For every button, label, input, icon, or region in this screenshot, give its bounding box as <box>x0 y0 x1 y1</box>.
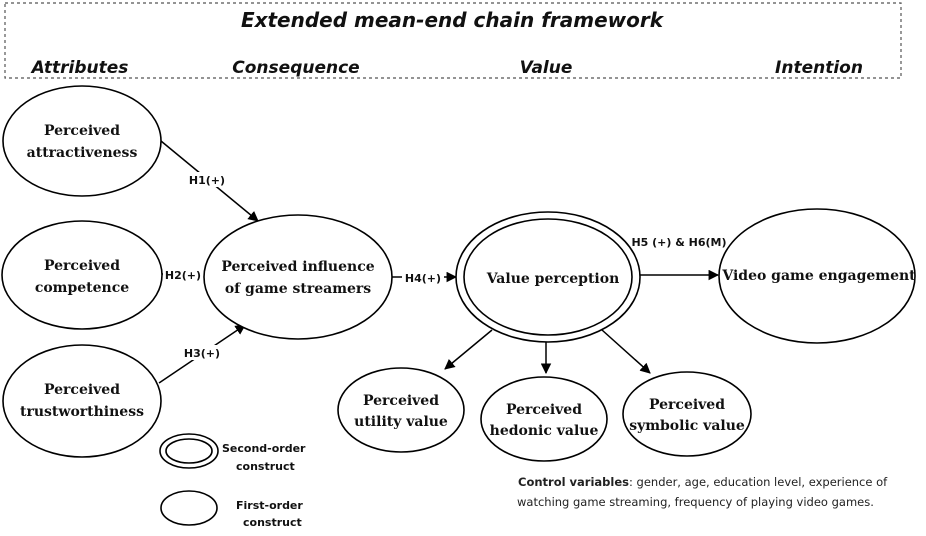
edge-utility <box>444 329 493 370</box>
svg-text:symbolic value: symbolic value <box>629 418 745 434</box>
node-video-game-engagement: Video game engagement <box>718 208 916 344</box>
legend-second-order: Second-order construct <box>159 433 306 473</box>
svg-text:utility value: utility value <box>354 414 448 430</box>
svg-text:Perceived: Perceived <box>506 402 582 418</box>
legend-first-order-label: First-order <box>236 499 303 512</box>
framework-title: Extended mean-end chain framework <box>241 8 665 32</box>
label-h4: H4(+) <box>405 272 441 285</box>
node-perceived-competence: Perceived competence <box>1 220 163 330</box>
svg-text:construct: construct <box>236 460 295 473</box>
svg-text:Value perception: Value perception <box>486 271 620 287</box>
node-perceived-influence: Perceived influence of game streamers <box>203 214 393 340</box>
svg-text:attractiveness: attractiveness <box>27 145 138 161</box>
header-box <box>4 2 902 79</box>
legend-second-order-label: Second-order <box>222 442 306 455</box>
svg-text:construct: construct <box>243 516 302 529</box>
control-variables-note: Control variables: gender, age, educatio… <box>517 475 888 509</box>
svg-text:competence: competence <box>35 280 129 296</box>
control-variables-label: Control variables <box>518 475 629 489</box>
column-intention: Intention <box>775 58 863 78</box>
legend-first-order: First-order construct <box>160 490 303 529</box>
svg-text:Perceived: Perceived <box>44 123 120 139</box>
node-perceived-trustworthiness: Perceived trustworthiness <box>2 344 162 458</box>
node-value-perception: Value perception <box>455 211 641 343</box>
column-value: Value <box>520 58 573 78</box>
svg-text:hedonic value: hedonic value <box>490 423 599 439</box>
svg-text:of game streamers: of game streamers <box>225 281 371 297</box>
svg-text:Perceived: Perceived <box>44 258 120 274</box>
label-h3: H3(+) <box>184 347 220 360</box>
column-consequence: Consequence <box>232 58 359 78</box>
label-h5-h6: H5 (+) & H6(M) <box>631 236 726 249</box>
node-perceived-attractiveness: Perceived attractiveness <box>2 85 162 197</box>
column-attributes: Attributes <box>30 58 129 78</box>
svg-text:Perceived: Perceived <box>44 382 120 398</box>
node-perceived-utility-value: Perceived utility value <box>337 367 465 453</box>
node-perceived-symbolic-value: Perceived symbolic value <box>622 371 752 457</box>
svg-text:Perceived: Perceived <box>649 397 725 413</box>
svg-text:trustworthiness: trustworthiness <box>20 404 144 420</box>
edge-symbolic <box>601 329 651 374</box>
label-h1: H1(+) <box>189 174 225 187</box>
svg-text:Control variables: gender, age: Control variables: gender, age, educatio… <box>518 475 888 489</box>
node-perceived-hedonic-value: Perceived hedonic value <box>480 376 608 462</box>
label-h2: H2(+) <box>165 269 201 282</box>
svg-text:Perceived influence: Perceived influence <box>221 259 374 275</box>
svg-text:Video game engagement: Video game engagement <box>721 268 916 284</box>
svg-text:watching game streaming, frequ: watching game streaming, frequency of pl… <box>517 495 874 509</box>
svg-text:Perceived: Perceived <box>363 393 439 409</box>
